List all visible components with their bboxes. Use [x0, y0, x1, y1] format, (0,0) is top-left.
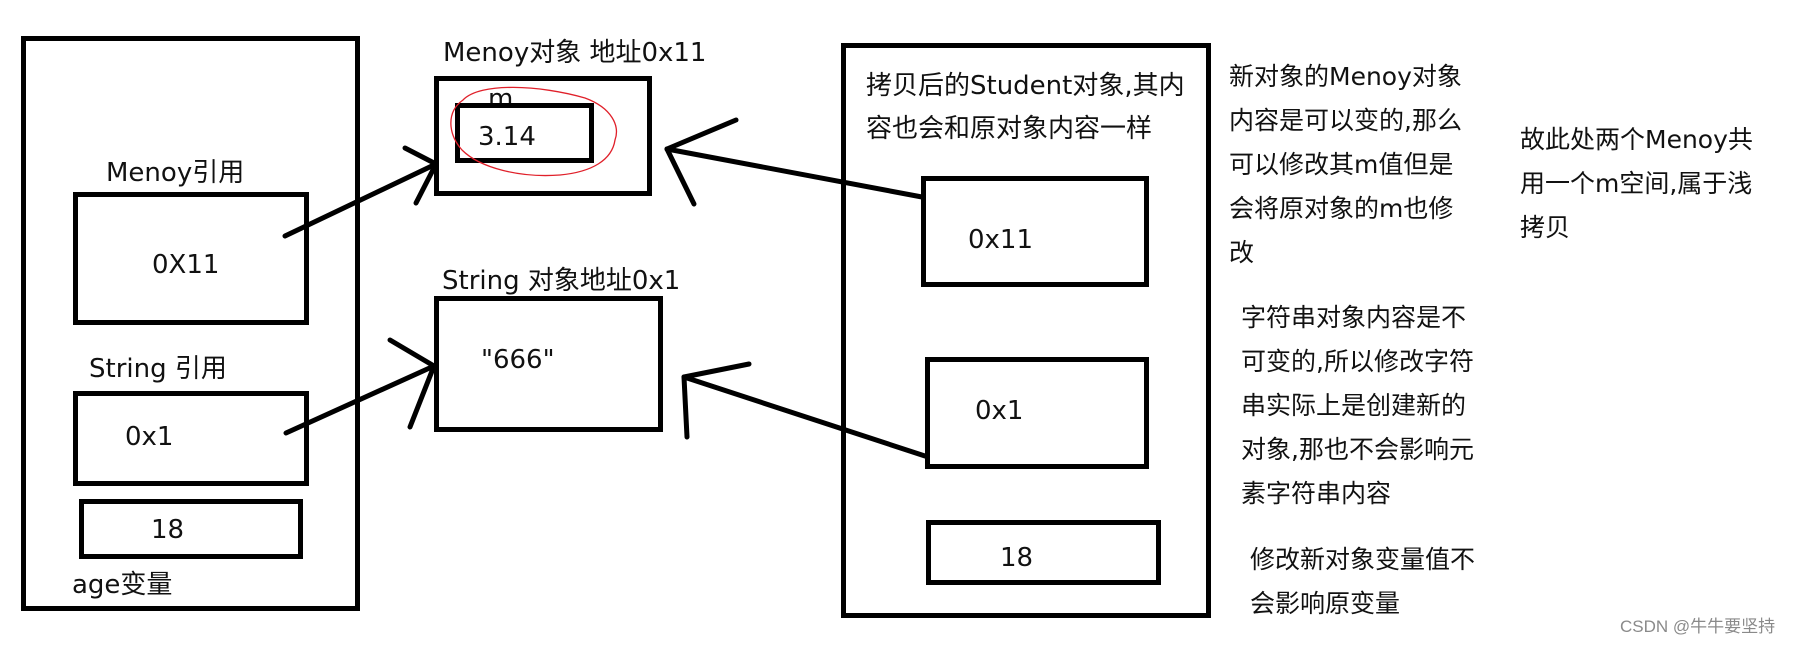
note-line: 可以修改其m值但是 — [1229, 150, 1454, 179]
shallow-copy-note: 故此处两个Menoy共 用一个m空间,属于浅 拷贝 — [1520, 118, 1753, 250]
string-ref-box — [73, 391, 309, 486]
menoy-object-label: Menoy对象 地址0x11 — [443, 38, 707, 68]
note-line: 可变的,所以修改字符 — [1241, 347, 1474, 376]
watermark: CSDN @牛牛要坚持 — [1620, 617, 1776, 636]
note-line: 会将原对象的m也修 — [1229, 194, 1454, 223]
note-line: 内容是可以变的,那么 — [1229, 106, 1462, 135]
note-line: 改 — [1229, 238, 1255, 267]
string-ref-value: 0x1 — [125, 422, 174, 452]
note-line: 串实际上是创建新的 — [1241, 391, 1467, 420]
note-line: 会影响原变量 — [1250, 589, 1401, 618]
age-value: 18 — [151, 515, 185, 545]
age-label: age变量 — [72, 570, 173, 600]
copied-age-box — [926, 520, 1161, 585]
string-object-box — [434, 296, 663, 432]
age-independent-note: 修改新对象变量值不 会影响原变量 — [1250, 538, 1475, 626]
copied-caption-line-2: 容也会和原对象内容一样 — [866, 114, 1153, 144]
note-line: 字符串对象内容是不 — [1241, 303, 1467, 332]
copied-caption-line-1: 拷贝后的Student对象,其内 — [866, 71, 1185, 101]
note-line: 素字符串内容 — [1241, 479, 1392, 508]
string-object-label: String 对象地址0x1 — [442, 266, 681, 296]
original-student-object — [21, 36, 360, 611]
menoy-object-box — [434, 76, 652, 196]
menoy-ref-box — [73, 192, 309, 325]
copied-string-ref-box — [925, 357, 1149, 469]
menoy-ref-label: Menoy引用 — [106, 158, 245, 188]
menoy-ref-value: 0X11 — [152, 250, 220, 280]
note-line: 对象,那也不会影响元 — [1241, 435, 1474, 464]
copied-string-ref-value: 0x1 — [975, 396, 1024, 426]
note-line: 新对象的Menoy对象 — [1229, 62, 1462, 91]
string-immutable-note: 字符串对象内容是不 可变的,所以修改字符 串实际上是创建新的 对象,那也不会影响… — [1241, 296, 1474, 516]
age-box — [79, 499, 303, 559]
note-line: 用一个m空间,属于浅 — [1520, 169, 1753, 198]
string-ref-label: String 引用 — [89, 354, 227, 384]
copied-menoy-ref-box — [921, 176, 1149, 287]
note-line: 故此处两个Menoy共 — [1520, 125, 1753, 154]
menoy-mutable-note: 新对象的Menoy对象 内容是可以变的,那么 可以修改其m值但是 会将原对象的m… — [1229, 55, 1462, 275]
note-line: 修改新对象变量值不 — [1250, 545, 1476, 574]
note-line: 拷贝 — [1520, 213, 1571, 242]
copied-menoy-ref-value: 0x11 — [968, 225, 1034, 255]
menoy-field-value: 3.14 — [478, 122, 536, 152]
copied-age-value: 18 — [1000, 543, 1034, 573]
string-object-value: "666" — [481, 345, 555, 375]
copied-student-object — [841, 43, 1211, 618]
